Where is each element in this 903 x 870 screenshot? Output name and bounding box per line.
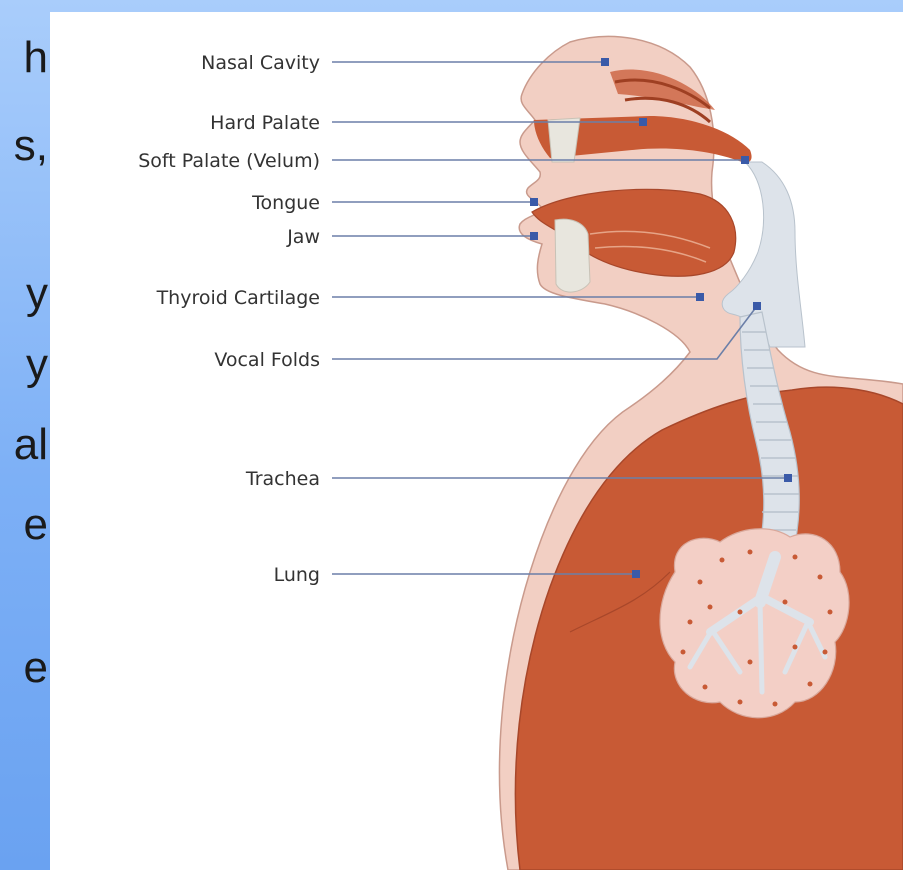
label-nasal-cavity: Nasal Cavity (201, 52, 320, 74)
slide-text-fragment: al (14, 423, 48, 467)
slide-body-text: h s, y y al e e (0, 0, 50, 870)
respiratory-diagram: Nasal Cavity Hard Palate Soft Palate (Ve… (50, 12, 903, 870)
label-jaw: Jaw (286, 226, 320, 248)
label-hard-palate: Hard Palate (210, 112, 320, 134)
slide-text-fragment: e (24, 503, 48, 547)
jaw-bone (555, 219, 590, 292)
label-lung: Lung (274, 564, 320, 586)
anatomy-illustration: Nasal Cavity Hard Palate Soft Palate (Ve… (50, 12, 903, 870)
label-thyroid-cartilage: Thyroid Cartilage (156, 287, 320, 309)
label-vocal-folds: Vocal Folds (214, 349, 320, 371)
hard-palate-bone (548, 118, 580, 162)
slide-text-fragment: y (26, 272, 48, 316)
slide-text-fragment: e (24, 646, 48, 690)
label-trachea: Trachea (245, 468, 320, 490)
label-soft-palate: Soft Palate (Velum) (138, 150, 320, 172)
slide-text-fragment: h (24, 36, 48, 80)
slide-text-fragment: y (26, 343, 48, 387)
slide-text-fragment: s, (14, 124, 48, 168)
label-tongue: Tongue (251, 192, 320, 214)
